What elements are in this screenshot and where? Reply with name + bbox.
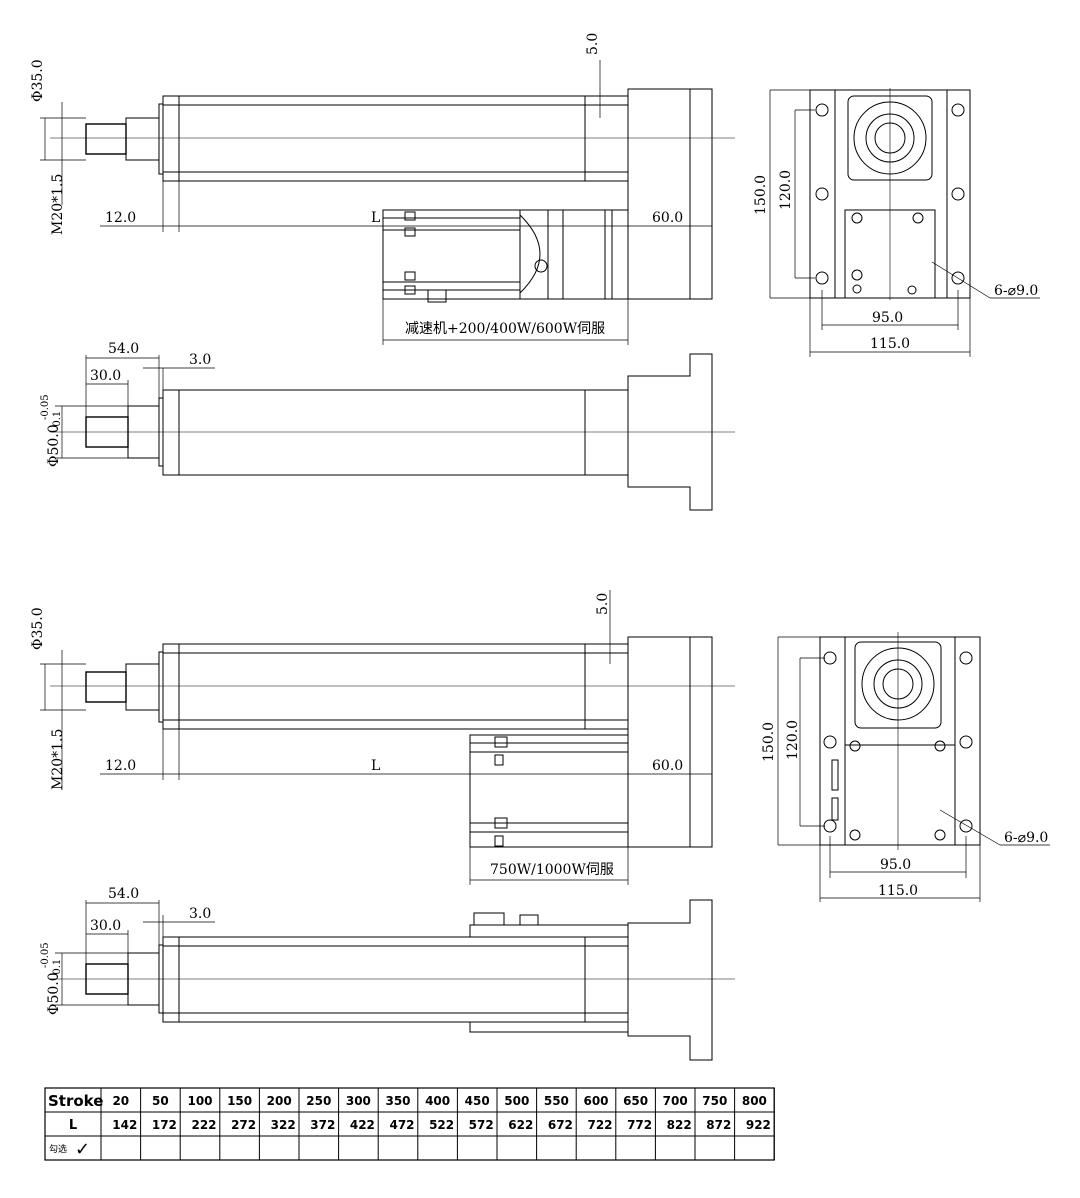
motor-note-label: 减速机+200/400W/600W伺服	[405, 321, 605, 337]
end-95-label: 95.0	[872, 310, 903, 326]
table-cell-L: 772	[627, 1118, 652, 1132]
dim-30-label: 30.0	[90, 368, 121, 384]
end-150-label: 150.0	[753, 175, 769, 215]
table-cell-check[interactable]	[299, 1136, 339, 1160]
dim-5-label: 5.0	[595, 593, 611, 615]
table-cell-check[interactable]	[339, 1136, 379, 1160]
table-cell-L: 522	[429, 1118, 454, 1132]
table-cell-check[interactable]	[220, 1136, 260, 1160]
table-cell-L: 472	[389, 1118, 414, 1132]
shaft-diameter-label: Φ35.0	[30, 607, 46, 650]
table-cell-check[interactable]	[457, 1136, 497, 1160]
table-cell-check[interactable]	[259, 1136, 299, 1160]
view-third-end: 150.0 120.0 95.0 115.0 6-⌀9.0	[761, 632, 1050, 902]
dim-54-label: 54.0	[108, 341, 139, 357]
table-cell-stroke: 300	[346, 1094, 371, 1108]
table-cell-stroke: 350	[385, 1094, 410, 1108]
table-cell-check[interactable]	[735, 1136, 775, 1160]
dim-60-label: 60.0	[652, 758, 683, 774]
table-cell-stroke: 650	[623, 1094, 648, 1108]
view-second-side: 54.0 30.0 3.0 Φ50.0 -0.05 -0.1	[40, 341, 735, 511]
shaft-diameter-label: Φ35.0	[30, 59, 46, 102]
dia-50-label: Φ50.0	[46, 424, 62, 467]
view-top-side: Φ35.0 M20*1.5 12.0 L 60.0 5.0 减速机+200/40…	[30, 33, 735, 345]
table-cell-check[interactable]	[655, 1136, 695, 1160]
dim-12-label: 12.0	[105, 210, 136, 226]
table-cell-L: 872	[706, 1118, 731, 1132]
dim-L-label: L	[371, 210, 380, 226]
table-cell-stroke: 450	[465, 1094, 490, 1108]
end-150-label: 150.0	[761, 722, 777, 762]
table-cell-stroke: 800	[742, 1094, 767, 1108]
table-cell-L: 922	[746, 1118, 771, 1132]
table-row-label: L	[69, 1118, 77, 1133]
table-cell-stroke: 600	[583, 1094, 608, 1108]
tol-upper-label: -0.05	[40, 394, 51, 420]
table-cell-L: 422	[350, 1118, 375, 1132]
tol-upper-label: -0.05	[40, 942, 51, 968]
table-cell-check[interactable]	[378, 1136, 418, 1160]
table-cell-stroke: 700	[663, 1094, 688, 1108]
table-cell-check[interactable]	[695, 1136, 735, 1160]
dim-30-label: 30.0	[90, 918, 121, 934]
table-cell-stroke: 550	[544, 1094, 569, 1108]
table-cell-check[interactable]	[101, 1136, 141, 1160]
view-third-side: Φ35.0 M20*1.5 12.0 L 60.0 5.0 750W/1000W…	[30, 590, 735, 885]
table-cell-L: 172	[152, 1118, 177, 1132]
table-cell-check[interactable]	[537, 1136, 577, 1160]
thread-label: M20*1.5	[50, 729, 66, 790]
table-cell-check[interactable]	[180, 1136, 220, 1160]
thread-label: M20*1.5	[50, 174, 66, 235]
end-holes-label: 6-⌀9.0	[994, 283, 1038, 299]
table-cell-L: 672	[548, 1118, 573, 1132]
table-row-label: Stroke	[48, 1092, 103, 1110]
table-cell-stroke: 400	[425, 1094, 450, 1108]
table-cell-L: 372	[310, 1118, 335, 1132]
table-cell-stroke: 500	[504, 1094, 529, 1108]
table-cell-stroke: 200	[267, 1094, 292, 1108]
dim-54-label: 54.0	[108, 886, 139, 902]
tol-lower-label: -0.1	[52, 959, 63, 978]
dim-60-label: 60.0	[652, 210, 683, 226]
table-cell-L: 822	[667, 1118, 692, 1132]
table-cell-check[interactable]	[576, 1136, 616, 1160]
end-115-label: 115.0	[870, 336, 910, 352]
table-cell-check[interactable]	[497, 1136, 537, 1160]
dim-3-label: 3.0	[189, 352, 211, 368]
dim-L-label: L	[371, 758, 380, 774]
tol-lower-label: -0.1	[52, 411, 63, 430]
end-115-label: 115.0	[878, 883, 918, 899]
table-cell-stroke: 150	[227, 1094, 252, 1108]
end-95-label: 95.0	[880, 857, 911, 873]
motor-note-label: 750W/1000W伺服	[490, 862, 614, 878]
table-row-label: 勾选	[49, 1143, 67, 1155]
table-cell-L: 622	[508, 1118, 533, 1132]
table-cell-L: 572	[469, 1118, 494, 1132]
table-cell-L: 322	[271, 1118, 296, 1132]
view-fourth-side: 54.0 30.0 3.0 Φ50.0 -0.05 -0.1	[40, 886, 735, 1061]
table-cell-L: 272	[231, 1118, 256, 1132]
dim-12-label: 12.0	[105, 758, 136, 774]
dim-5-label: 5.0	[585, 33, 601, 55]
table-cell-check[interactable]	[616, 1136, 656, 1160]
table-cell-L: 222	[191, 1118, 216, 1132]
dim-3-label: 3.0	[189, 906, 211, 922]
table-cell-L: 722	[587, 1118, 612, 1132]
table-cell-check[interactable]	[141, 1136, 181, 1160]
table-cell-stroke: 50	[152, 1094, 169, 1108]
dia-50-label: Φ50.0	[46, 972, 62, 1015]
view-top-end: 150.0 120.0 95.0 115.0 6-⌀9.0	[753, 88, 1040, 357]
end-120-label: 120.0	[778, 170, 794, 210]
table-cell-L: 142	[112, 1118, 137, 1132]
end-holes-label: 6-⌀9.0	[1004, 830, 1048, 846]
table-cell-check[interactable]	[418, 1136, 458, 1160]
table-cell-stroke: 250	[306, 1094, 331, 1108]
check-icon: ✓	[75, 1139, 90, 1160]
table-cell-stroke: 100	[187, 1094, 212, 1108]
end-120-label: 120.0	[785, 720, 801, 760]
table-cell-stroke: 750	[702, 1094, 727, 1108]
table-cell-stroke: 20	[112, 1094, 129, 1108]
